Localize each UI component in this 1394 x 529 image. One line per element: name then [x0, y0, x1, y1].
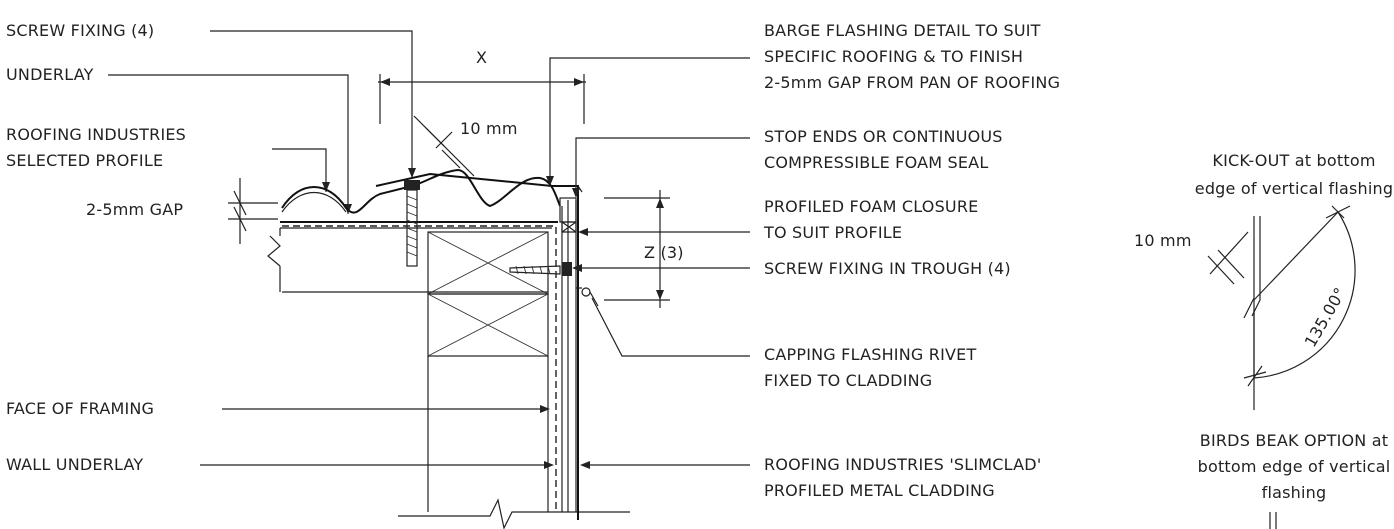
label-barge-1: BARGE FLASHING DETAIL TO SUIT [764, 21, 1041, 40]
label-cladding-2: PROFILED METAL CLADDING [764, 481, 995, 500]
screw-thread-top [406, 195, 418, 257]
dim-x: X [476, 48, 487, 67]
label-birds-1: BIRDS BEAK OPTION at [1200, 431, 1388, 450]
foam-closure [561, 221, 577, 233]
angle-ray-upper [1253, 211, 1339, 301]
framing-lines [427, 356, 549, 512]
label-foam-closure-2: TO SUIT PROFILE [763, 223, 902, 242]
timber-cross-upper [427, 231, 549, 295]
arrowhead [544, 461, 554, 469]
ten-mm-dim-line [413, 115, 475, 177]
label-rivet-2: FIXED TO CLADDING [764, 371, 932, 390]
arrowhead [578, 228, 588, 236]
arrowhead [546, 176, 554, 186]
label-stop-ends-2: COMPRESSIBLE FOAM SEAL [764, 153, 988, 172]
label-cladding-1: ROOFING INDUSTRIES 'SLIMCLAD' [764, 455, 1041, 474]
dim-10mm-main: 10 mm [460, 119, 518, 138]
label-foam-closure-1: PROFILED FOAM CLOSURE [764, 197, 978, 216]
screw-head-trough [562, 262, 572, 276]
arrowhead [540, 405, 550, 413]
leader-roofing-profile [272, 148, 327, 192]
angle-mark-lower [1243, 365, 1267, 387]
label-roofing-profile-2: SELECTED PROFILE [6, 151, 163, 170]
roofing-profile [281, 168, 561, 214]
label-face-of-framing: FACE OF FRAMING [6, 399, 154, 418]
flashing-corner [577, 185, 583, 193]
roofing-profile-inner [281, 191, 347, 213]
leader-stop-ends [575, 137, 750, 196]
label-roofing-profile-1: ROOFING INDUSTRIES [6, 125, 186, 144]
label-barge-3: 2-5mm GAP FROM PAN OF ROOFING [764, 73, 1060, 92]
dim-angle: 135.00° [1301, 284, 1350, 350]
rivet [581, 287, 591, 297]
gap-extension-lines [228, 202, 278, 220]
label-gap: 2-5mm GAP [86, 200, 183, 219]
gap-ticks [233, 190, 247, 232]
kickout-flashing-line [1243, 216, 1255, 319]
angle-arc [1253, 211, 1356, 379]
break-symbol-bottom [398, 498, 630, 529]
label-rivet-1: CAPPING FLASHING RIVET [764, 345, 976, 364]
leader-underlay [108, 74, 349, 214]
break-symbol-left [267, 235, 281, 267]
leader-screw-fixing [210, 30, 413, 178]
label-underlay: UNDERLAY [6, 65, 94, 84]
label-birds-3: flashing [1262, 483, 1327, 502]
label-screw-fixing: SCREW FIXING (4) [6, 21, 154, 40]
leader-barge [549, 57, 750, 184]
label-screw-trough: SCREW FIXING IN TROUGH (4) [764, 259, 1011, 278]
label-birds-2: bottom edge of vertical [1198, 457, 1391, 476]
ten-mm-ticks [425, 127, 461, 169]
cladding-lines [561, 200, 577, 512]
kickout-flashing-line-2 [1251, 216, 1261, 317]
arrowhead [580, 461, 590, 469]
arrowhead [572, 188, 580, 198]
timber-block-lower [427, 293, 549, 357]
rivet-lines [576, 287, 599, 307]
x-extension-lines [379, 74, 585, 124]
kickout-ten-mm-ticks [1207, 249, 1245, 285]
barge-flashing [375, 172, 579, 520]
label-wall-underlay: WALL UNDERLAY [6, 455, 143, 474]
arrowhead [322, 182, 330, 192]
birds-beak-flashing-lines [1269, 512, 1277, 529]
arrowhead [572, 264, 582, 272]
dim-z: Z (3) [644, 243, 684, 262]
leader-rivet [591, 297, 750, 357]
screw-head-top [404, 180, 420, 190]
label-barge-2: SPECIFIC ROOFING & TO FINISH [764, 47, 1023, 66]
label-stop-ends-1: STOP ENDS OR CONTINUOUS [764, 127, 1003, 146]
kickout-ten-mm-line [1209, 231, 1249, 275]
timber-cross-lower [427, 293, 549, 357]
arrowhead [408, 168, 416, 178]
label-kickout-2: edge of vertical flashing [1195, 179, 1393, 198]
screw-shank-trough [509, 265, 561, 275]
ten-mm-bar [435, 131, 453, 149]
z-extension-lines [604, 197, 670, 301]
screw-thread-trough [515, 265, 551, 275]
underlay-dashed [282, 225, 557, 512]
label-kickout-1: KICK-OUT at bottom [1212, 151, 1375, 170]
dim-10mm-kickout: 10 mm [1134, 231, 1192, 250]
